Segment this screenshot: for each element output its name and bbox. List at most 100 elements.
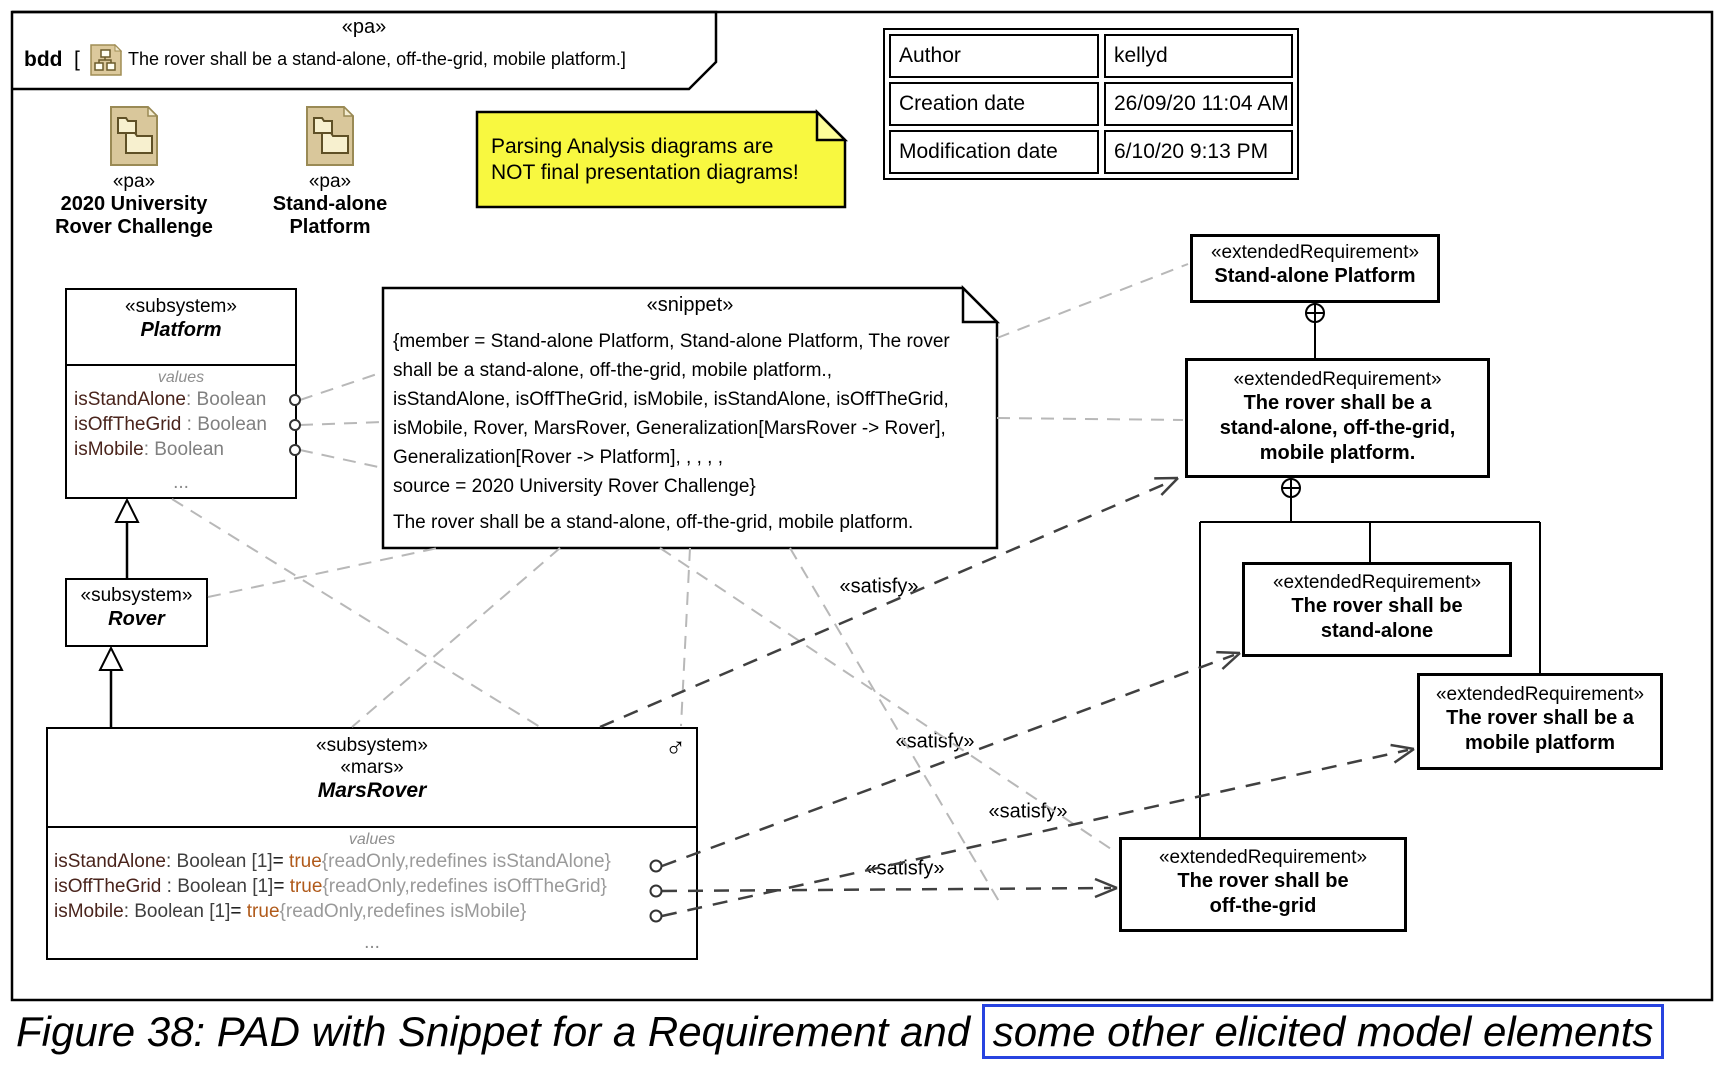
requirement-name-line1: The rover shall be <box>1177 870 1349 892</box>
requirement-standalone[interactable]: «extendedRequirement» The rover shall be… <box>1242 562 1512 657</box>
diagram-icon <box>90 43 123 76</box>
caption-highlighted: some other elicited model elements <box>981 1004 1665 1059</box>
block-name: MarsRover <box>317 779 427 802</box>
block-stereotype: «subsystem» <box>125 296 237 317</box>
block-platform[interactable]: «subsystem» Platform values isStandAlone… <box>65 288 297 499</box>
requirement-standalone-platform[interactable]: «extendedRequirement» Stand-alone Platfo… <box>1190 234 1440 303</box>
snippet-body-line: source = 2020 University Rover Challenge… <box>393 476 756 497</box>
attribute-row: isOffTheGrid : Boolean <box>74 412 295 437</box>
note-line1: Parsing Analysis diagrams are <box>491 135 774 158</box>
attr-name: isMobile <box>74 439 144 460</box>
package-name-line1: Stand-alone <box>272 193 388 215</box>
frame-kind-label: bdd <box>24 48 63 71</box>
requirement-name-line3: mobile platform. <box>1259 442 1416 464</box>
attribute-row: isStandAlone: Boolean <box>74 387 295 412</box>
info-label: Modification date <box>889 130 1099 174</box>
attr-constraint: {readOnly,redefines isStandAlone} <box>321 851 611 872</box>
package-rover-challenge[interactable]: «pa» 2020 University Rover Challenge <box>39 105 229 239</box>
frame-stereotype: «pa» <box>341 16 387 38</box>
attr-name: isMobile <box>54 901 124 922</box>
attr-equals: = <box>272 851 290 872</box>
satisfy-label-4[interactable]: «satisfy» <box>865 857 945 880</box>
info-value: 6/10/20 9:13 PM <box>1104 130 1293 174</box>
table-row: Modification date 6/10/20 9:13 PM <box>889 130 1293 174</box>
requirement-stereotype: «extendedRequirement» <box>1272 572 1482 593</box>
package-stereotype: «pa» <box>308 171 352 192</box>
block-stereotype2: «mars» <box>340 757 404 778</box>
more-attributes-ellipsis: ... <box>173 472 189 493</box>
package-name-line2: Rover Challenge <box>55 216 213 238</box>
frame-open-bracket: [ <box>74 48 80 71</box>
attr-type: : Boolean [1] <box>161 876 274 897</box>
attr-type: : Boolean <box>185 389 267 410</box>
package-icon <box>306 105 355 166</box>
info-label: Creation date <box>889 82 1099 126</box>
attr-name: isOffTheGrid <box>74 414 182 435</box>
package-name-line2: Platform <box>289 216 371 238</box>
block-name: Rover <box>108 608 165 630</box>
requirement-name: Stand-alone Platform <box>1214 265 1416 287</box>
requirement-main[interactable]: «extendedRequirement» The rover shall be… <box>1185 358 1490 478</box>
snippet-body-line: isMobile, Rover, MarsRover, Generalizati… <box>393 418 946 439</box>
block-stereotype: «subsystem» <box>80 585 193 606</box>
more-attributes-ellipsis: ... <box>364 932 380 953</box>
requirement-offgrid[interactable]: «extendedRequirement» The rover shall be… <box>1119 837 1407 932</box>
block-name: Platform <box>140 319 222 341</box>
attr-name: isOffTheGrid <box>54 876 162 897</box>
requirement-name-line2: off-the-grid <box>1209 895 1317 917</box>
snippet-body-line: shall be a stand-alone, off-the-grid, mo… <box>393 360 832 381</box>
package-standalone-platform[interactable]: «pa» Stand-alone Platform <box>235 105 425 239</box>
block-stereotype: «subsystem» <box>316 735 428 756</box>
attribute-row: isOffTheGrid : Boolean [1]= true{readOnl… <box>54 874 696 899</box>
requirement-name-line1: The rover shall be <box>1291 595 1463 617</box>
requirement-name-line2: stand-alone <box>1320 620 1434 642</box>
snippet-body-line: isStandAlone, isOffTheGrid, isMobile, is… <box>393 389 949 410</box>
figure-caption: Figure 38: PAD with Snippet for a Requir… <box>16 1004 1665 1059</box>
requirement-stereotype: «extendedRequirement» <box>1158 847 1368 868</box>
values-compartment-label: values <box>157 369 205 386</box>
snippet-body-line: {member = Stand-alone Platform, Stand-al… <box>393 331 950 352</box>
satisfy-label-3[interactable]: «satisfy» <box>988 800 1068 823</box>
requirement-name-line2: mobile platform <box>1464 732 1615 754</box>
attr-value: true <box>246 901 280 922</box>
requirement-mobile[interactable]: «extendedRequirement» The rover shall be… <box>1417 673 1663 770</box>
caption-prefix: Figure 38: PAD with Snippet for a Requir… <box>16 1008 982 1055</box>
mars-symbol-icon: ♂ <box>665 731 686 762</box>
info-value: kellyd <box>1104 34 1293 78</box>
attr-constraint: {readOnly,redefines isOffTheGrid} <box>322 876 607 897</box>
block-marsrover[interactable]: «subsystem» «mars» MarsRover ♂ values is… <box>46 727 698 960</box>
attr-type: : Boolean <box>181 414 267 435</box>
block-rover[interactable]: «subsystem» Rover <box>65 578 208 647</box>
diagram-info-table[interactable]: Author kellyd Creation date 26/09/20 11:… <box>883 28 1299 180</box>
snippet-note[interactable]: {member = Stand-alone Platform, Stand-al… <box>393 327 987 501</box>
attribute-row: isMobile: Boolean [1]= true{readOnly,red… <box>54 899 696 924</box>
requirement-name-line2: stand-alone, off-the-grid, <box>1219 417 1456 439</box>
table-row: Creation date 26/09/20 11:04 AM <box>889 82 1293 126</box>
snippet-body-line: Generalization[Rover -> Platform], , , ,… <box>393 447 723 468</box>
attr-equals: = <box>230 901 247 922</box>
attr-name: isStandAlone <box>54 851 166 872</box>
package-name-line1: 2020 University <box>60 193 208 215</box>
satisfy-label-2[interactable]: «satisfy» <box>895 730 975 753</box>
note-line2: NOT final presentation diagrams! <box>491 161 799 184</box>
attr-equals: = <box>273 876 290 897</box>
warning-note[interactable]: Parsing Analysis diagrams are NOT final … <box>491 134 799 186</box>
requirement-name-line1: The rover shall be a <box>1446 707 1634 729</box>
snippet-statement: The rover shall be a stand-alone, off-th… <box>393 512 914 533</box>
attr-value: true <box>289 876 323 897</box>
attr-type: : Boolean <box>143 439 224 460</box>
frame-title: The rover shall be a stand-alone, off-th… <box>128 49 626 69</box>
table-row: Author kellyd <box>889 34 1293 78</box>
package-icon <box>110 105 159 166</box>
requirement-stereotype: «extendedRequirement» <box>1435 684 1645 705</box>
requirement-stereotype: «extendedRequirement» <box>1210 242 1420 263</box>
attribute-row: isMobile: Boolean <box>74 437 295 462</box>
requirement-name-line1: The rover shall be a <box>1243 392 1432 414</box>
info-value: 26/09/20 11:04 AM <box>1104 82 1293 126</box>
attr-name: isStandAlone <box>74 389 186 410</box>
info-label: Author <box>889 34 1099 78</box>
satisfy-label-1[interactable]: «satisfy» <box>839 575 919 598</box>
package-stereotype: «pa» <box>112 171 156 192</box>
attr-value: true <box>289 851 322 872</box>
